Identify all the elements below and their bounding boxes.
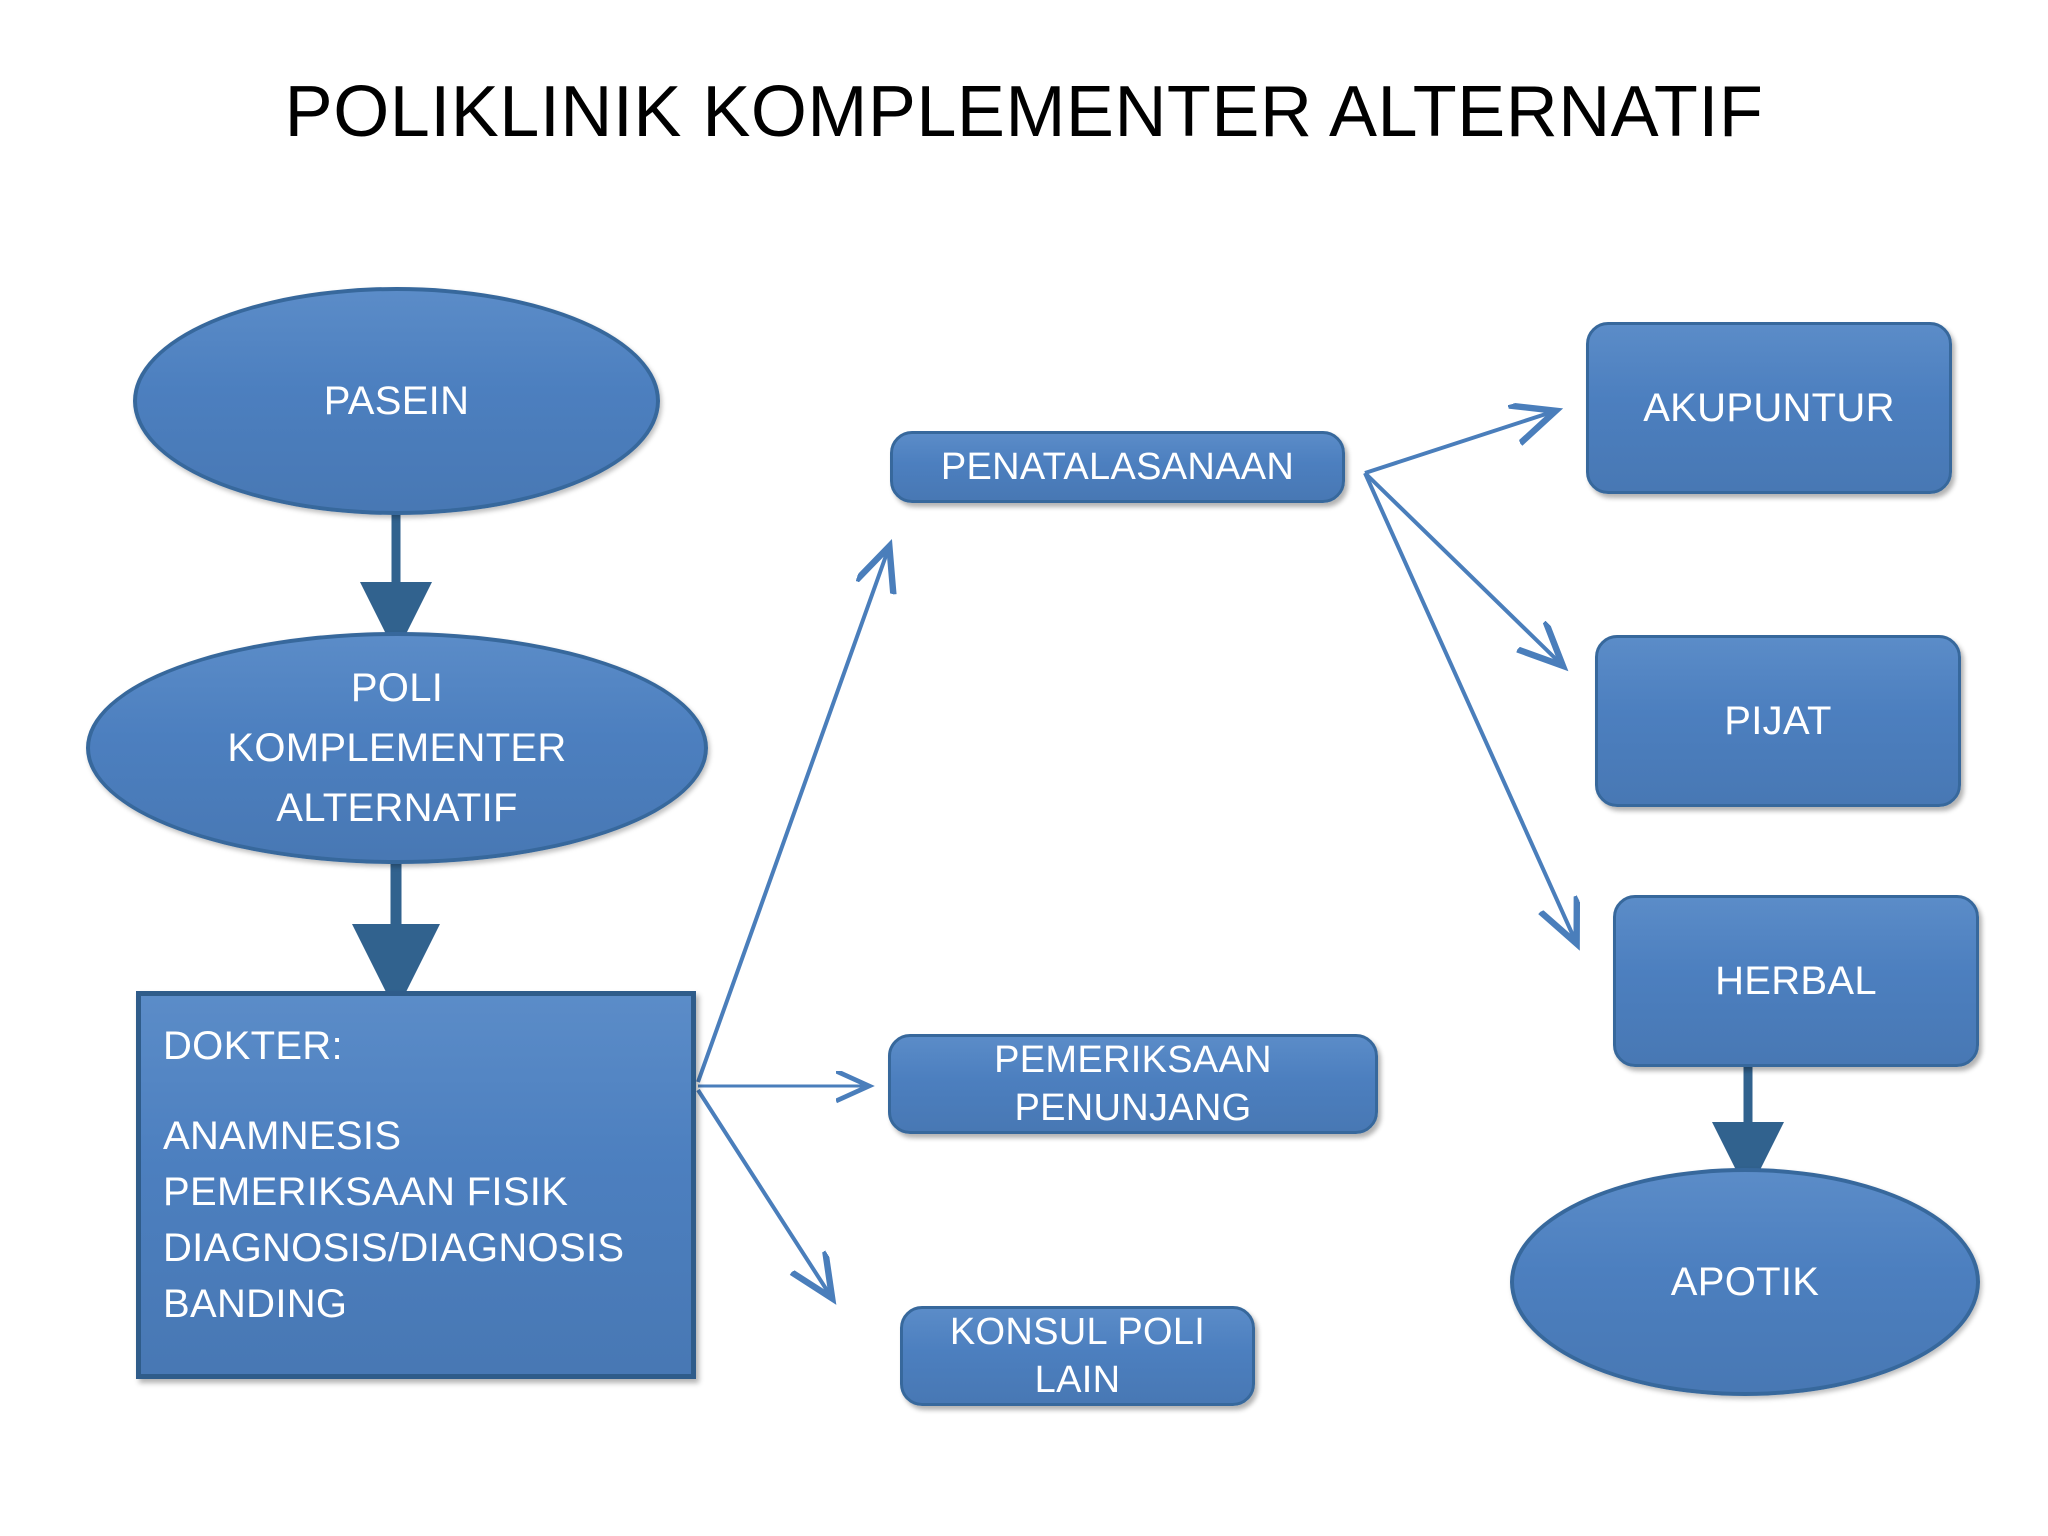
- node-apotik-label: APOTIK: [1670, 1260, 1820, 1304]
- edge-penatalasanaan-to-akupuntur: [1364, 412, 1552, 475]
- node-poli-label-line2: KOMPLEMENTER: [227, 726, 567, 770]
- node-pasein-label: PASEIN: [323, 379, 470, 423]
- node-konsul-poli-lain[interactable]: KONSUL POLI LAIN: [900, 1306, 1255, 1406]
- node-pijat[interactable]: PIJAT: [1595, 635, 1961, 807]
- node-dokter-heading: DOKTER:: [163, 1024, 343, 1068]
- node-penatalasanaan[interactable]: PENATALASANAAN: [890, 431, 1345, 503]
- edge-dokter-to-konsul: [696, 1088, 830, 1295]
- node-herbal-label: HERBAL: [1715, 959, 1877, 1003]
- page-title: POLIKLINIK KOMPLEMENTER ALTERNATIF: [284, 72, 1764, 152]
- node-pijat-label: PIJAT: [1724, 699, 1832, 743]
- node-akupuntur[interactable]: AKUPUNTUR: [1586, 322, 1952, 494]
- node-dokter-line2: PEMERIKSAAN FISIK: [163, 1170, 569, 1214]
- node-dokter-line3: DIAGNOSIS/DIAGNOSIS: [163, 1226, 625, 1270]
- node-penatalasanaan-label: PENATALASANAAN: [940, 446, 1295, 488]
- node-dokter-spacer: [163, 1074, 624, 1108]
- node-herbal[interactable]: HERBAL: [1613, 895, 1979, 1067]
- node-poli-komplementer-alternatif[interactable]: POLI KOMPLEMENTER ALTERNATIF: [86, 632, 708, 864]
- node-konsul-label-line2: LAIN: [1034, 1359, 1121, 1401]
- node-apotik[interactable]: APOTIK: [1510, 1168, 1980, 1396]
- node-pemeriksaan-label: PEMERIKSAAN PENUNJANG: [994, 1036, 1272, 1132]
- node-pemeriksaan-label-line2: PENUNJANG: [1014, 1087, 1252, 1129]
- node-pasein[interactable]: PASEIN: [133, 287, 660, 515]
- node-dokter-line4: BANDING: [163, 1282, 348, 1326]
- node-poli-label-line1: POLI: [350, 666, 444, 710]
- node-akupuntur-label: AKUPUNTUR: [1643, 386, 1895, 430]
- edge-penatalasanaan-to-pijat: [1363, 471, 1560, 663]
- node-dokter-line1: ANAMNESIS: [163, 1114, 402, 1158]
- node-konsul-label-line1: KONSUL POLI: [949, 1311, 1206, 1353]
- node-pemeriksaan-label-line1: PEMERIKSAAN: [994, 1039, 1272, 1081]
- node-dokter-text: DOKTER: ANAMNESIS PEMERIKSAAN FISIK DIAG…: [163, 1018, 624, 1332]
- node-dokter[interactable]: DOKTER: ANAMNESIS PEMERIKSAAN FISIK DIAG…: [136, 991, 696, 1379]
- node-pemeriksaan-penunjang[interactable]: PEMERIKSAAN PENUNJANG: [888, 1034, 1378, 1134]
- edge-dokter-to-penatalasanaan: [696, 550, 888, 1083]
- node-konsul-label: KONSUL POLI LAIN: [950, 1308, 1205, 1404]
- edge-penatalasanaan-to-herbal: [1363, 472, 1575, 940]
- node-poli-label-line3: ALTERNATIF: [276, 786, 518, 830]
- node-poli-label: POLI KOMPLEMENTER ALTERNATIF: [227, 658, 566, 838]
